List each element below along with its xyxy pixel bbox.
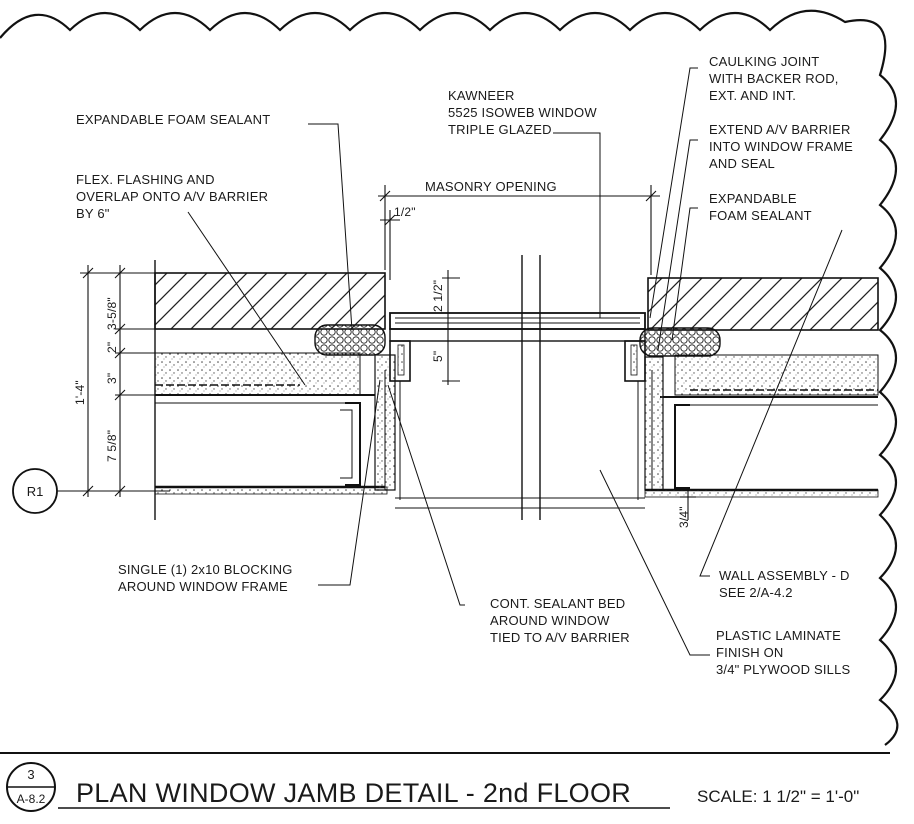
dim-1-4: 1'-4" (73, 380, 87, 405)
dim-5: 5" (431, 350, 445, 362)
note-extend-barrier: EXTEND A/V BARRIER INTO WINDOW FRAME AND… (709, 121, 853, 172)
drawing-scale: SCALE: 1 1/2" = 1'-0" (697, 787, 860, 806)
note-line: CONT. SEALANT BED (490, 596, 626, 611)
note-line: FOAM SEALANT (709, 208, 812, 223)
note-masonry-opening: MASONRY OPENING (425, 179, 557, 194)
dim-3-4: 3/4" (677, 506, 691, 528)
note-wall-assembly: WALL ASSEMBLY - D SEE 2/A-4.2 (719, 567, 850, 601)
note-line: SINGLE (1) 2x10 BLOCKING (118, 562, 293, 577)
note-caulking-joint: CAULKING JOINT WITH BACKER ROD, EXT. AND… (709, 53, 839, 104)
note-line: PLASTIC LAMINATE (716, 628, 842, 643)
note-line: AND SEAL (709, 156, 775, 171)
note-line: EXPANDABLE (709, 191, 797, 206)
revision-cloud (0, 9, 899, 746)
break-lines (521, 255, 541, 520)
note-line: TRIPLE GLAZED (448, 122, 552, 137)
window-frame (389, 312, 646, 509)
note-line: FINISH ON (716, 645, 784, 660)
sheet-reference: A-8.2 (16, 792, 46, 806)
dim-2-1-2: 2 1/2" (431, 279, 445, 312)
dim-3: 3" (105, 372, 119, 384)
note-line: FLEX. FLASHING AND (76, 172, 215, 187)
note-foam-sealant-left: EXPANDABLE FOAM SEALANT (76, 112, 271, 127)
dim-2: 2" (105, 341, 119, 353)
note-line: WITH BACKER ROD, (709, 71, 839, 86)
note-line: CAULKING JOINT (709, 54, 820, 69)
note-plastic-laminate: PLASTIC LAMINATE FINISH ON 3/4" PLYWOOD … (716, 627, 850, 678)
note-line: 3/4" PLYWOOD SILLS (716, 662, 851, 677)
note-flex-flashing: FLEX. FLASHING AND OVERLAP ONTO A/V BARR… (76, 171, 268, 222)
grid-line-label: R1 (26, 484, 44, 499)
leader-lines (187, 67, 843, 656)
note-line: TIED TO A/V BARRIER (490, 630, 630, 645)
note-line: SEE 2/A-4.2 (719, 585, 793, 600)
dim-half-inch: 1/2" (394, 205, 416, 219)
dim-3-5-8: 3-5/8" (105, 297, 119, 330)
detail-number: 3 (27, 767, 35, 782)
note-line: EXT. AND INT. (709, 88, 797, 103)
note-foam-sealant-right: EXPANDABLE FOAM SEALANT (709, 190, 812, 224)
note-line: AROUND WINDOW (490, 613, 610, 628)
note-line: WALL ASSEMBLY - D (719, 568, 850, 583)
note-line: AROUND WINDOW FRAME (118, 579, 288, 594)
left-wall-assembly (154, 260, 396, 520)
note-line: EXTEND A/V BARRIER (709, 122, 851, 137)
dimension-lines (80, 185, 696, 520)
note-window: KAWNEER 5525 ISOWEB WINDOW TRIPLE GLAZED (448, 87, 597, 138)
note-blocking: SINGLE (1) 2x10 BLOCKING AROUND WINDOW F… (118, 561, 293, 595)
detail-bubble (6, 762, 56, 812)
note-sealant-bed: CONT. SEALANT BED AROUND WINDOW TIED TO … (490, 595, 630, 646)
note-line: 5525 ISOWEB WINDOW (448, 105, 597, 120)
drawing-title: PLAN WINDOW JAMB DETAIL - 2nd FLOOR (76, 778, 632, 808)
note-line: BY 6" (76, 206, 110, 221)
note-line: KAWNEER (448, 88, 515, 103)
note-line: INTO WINDOW FRAME (709, 139, 853, 154)
dim-7-5-8: 7 5/8" (105, 429, 119, 462)
note-line: OVERLAP ONTO A/V BARRIER (76, 189, 269, 204)
